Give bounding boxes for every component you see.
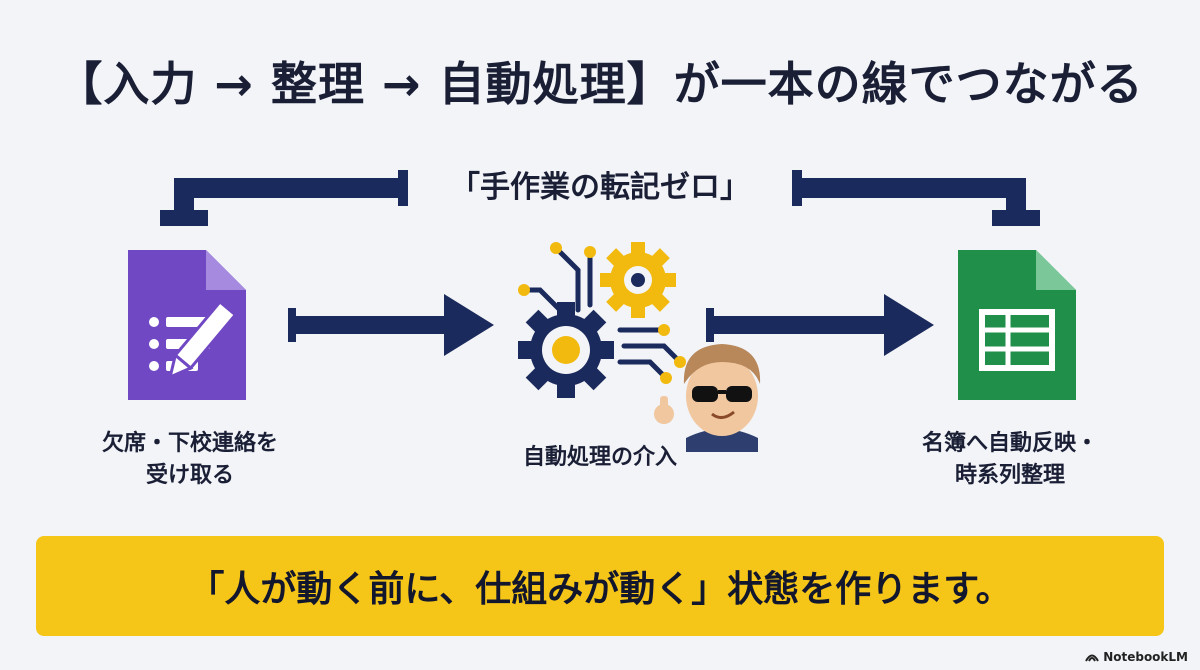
gears-circuit-icon	[518, 242, 686, 398]
arrow-input-to-process	[288, 294, 494, 356]
brand-watermark: NotebookLM	[1085, 650, 1188, 664]
node-label-line: 欠席・下校連絡を	[101, 431, 278, 456]
node-label-input: 欠席・下校連絡を 受け取る	[60, 428, 320, 492]
arrow-process-to-output	[706, 294, 934, 356]
brand-label: NotebookLM	[1103, 650, 1188, 664]
notebooklm-logo-icon	[1085, 654, 1100, 662]
node-label-output: 名簿へ自動反映・ 時系列整理	[880, 428, 1140, 492]
node-label-line: 自動処理の介入	[522, 445, 677, 470]
node-label-line: 受け取る	[145, 462, 234, 488]
page-title: 【入力 → 整理 → 自動処理】が一本の線でつながる	[56, 57, 1144, 111]
callout-text: 「人が動く前に、仕組みが動く」状態を作ります。	[188, 569, 1012, 610]
node-label-line: 時系列整理	[954, 462, 1065, 488]
spreadsheet-icon	[958, 250, 1076, 400]
banner-label: 「手作業の転記ゼロ」	[450, 170, 750, 205]
top-bracket	[160, 170, 1040, 226]
callout-banner: 「人が動く前に、仕組みが動く」状態を作ります。	[36, 536, 1164, 636]
node-label-process: 自動処理の介入	[480, 442, 720, 474]
node-label-line: 名簿へ自動反映・	[921, 431, 1098, 456]
form-edit-icon	[128, 250, 246, 400]
mascot-avatar	[654, 344, 761, 452]
